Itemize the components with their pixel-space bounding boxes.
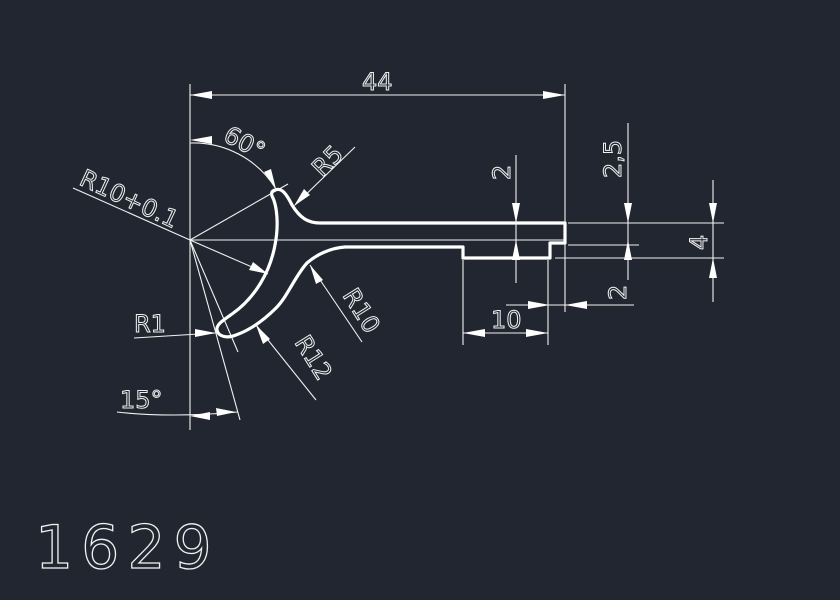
dim-r10: R10 bbox=[309, 264, 386, 343]
total-height-label: 4 bbox=[685, 235, 713, 250]
angle-60-label: 60° bbox=[219, 121, 270, 166]
dim-offset-top: 2,5 bbox=[568, 123, 724, 280]
dim-r1: R1 bbox=[134, 310, 216, 339]
step-length-label: 10 bbox=[491, 306, 522, 334]
angle-15-label: 15° bbox=[120, 386, 163, 414]
part-number: 1629 bbox=[35, 513, 220, 583]
dim-angle-15: 15° bbox=[116, 386, 239, 420]
offset-top-label: 2,5 bbox=[599, 140, 627, 178]
dim-angle-60: 60° bbox=[189, 120, 277, 190]
dim-44-label: 44 bbox=[362, 68, 393, 96]
arc-radius-label: R10+0.1 bbox=[75, 164, 182, 234]
dim-stem-height: 2 bbox=[488, 155, 528, 283]
r12-label: R12 bbox=[289, 330, 338, 385]
dim-r12: R12 bbox=[255, 324, 338, 401]
dim-total-height: 4 bbox=[555, 180, 724, 302]
dim-arc-radius: R10+0.1 bbox=[72, 164, 268, 274]
dim-step-length: 10 bbox=[462, 260, 549, 345]
r5-label: R5 bbox=[306, 140, 348, 182]
dim-overall-length: 44 bbox=[190, 68, 565, 99]
dim-step-height: 2 bbox=[506, 284, 634, 309]
profile-outline bbox=[215, 187, 567, 339]
r10-label: R10 bbox=[337, 283, 386, 338]
r1-label: R1 bbox=[134, 310, 166, 338]
dim-r5: R5 bbox=[294, 139, 356, 206]
stem-height-label: 2 bbox=[488, 165, 516, 180]
step-height-label: 2 bbox=[604, 285, 632, 300]
